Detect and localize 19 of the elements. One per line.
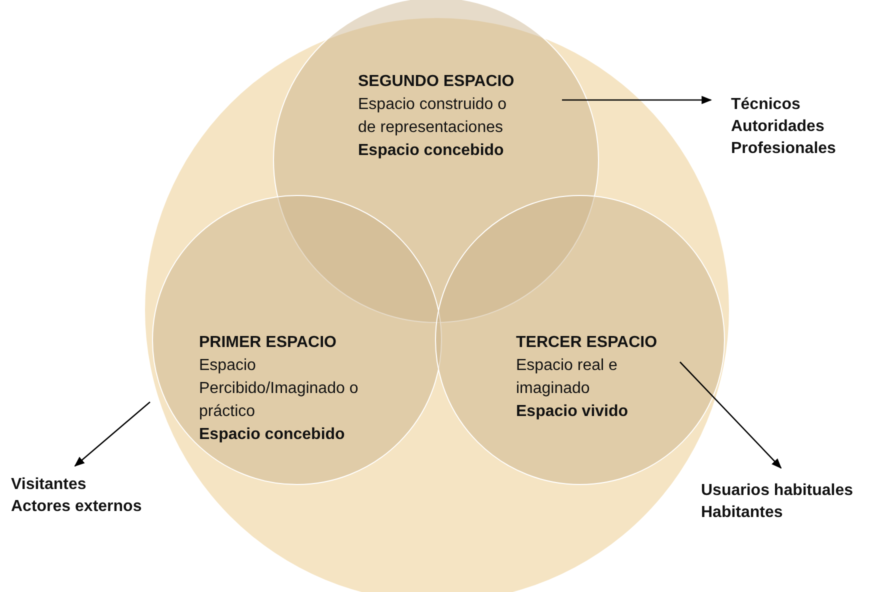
circle-title: PRIMER ESPACIO xyxy=(199,333,338,353)
arrow xyxy=(562,96,712,104)
actor-label: Usuarios habituales xyxy=(701,481,854,501)
circle-title: SEGUNDO ESPACIO xyxy=(358,72,516,92)
arrow xyxy=(74,402,150,467)
actor-label: Técnicos xyxy=(731,95,802,115)
actor-label: Autoridades xyxy=(731,117,826,137)
actor-label: Visitantes xyxy=(11,475,88,495)
circle-subtitle: Espacio concebido xyxy=(199,425,346,445)
actor-label: Profesionales xyxy=(731,139,836,159)
arrow xyxy=(680,362,782,469)
circle-title: TERCER ESPACIO xyxy=(516,333,658,353)
circle-subtitle: Espacio vivido xyxy=(516,402,630,422)
actor-label: Habitantes xyxy=(701,503,784,523)
circle-description: Espacio Percibido/Imaginado o práctico xyxy=(199,356,360,422)
actor-label: Actores externos xyxy=(11,497,142,517)
circle-subtitle: Espacio concebido xyxy=(358,141,505,161)
circle-description: Espacio construido o de representaciones xyxy=(358,95,508,138)
circle-description: Espacio real e imaginado xyxy=(516,356,618,399)
